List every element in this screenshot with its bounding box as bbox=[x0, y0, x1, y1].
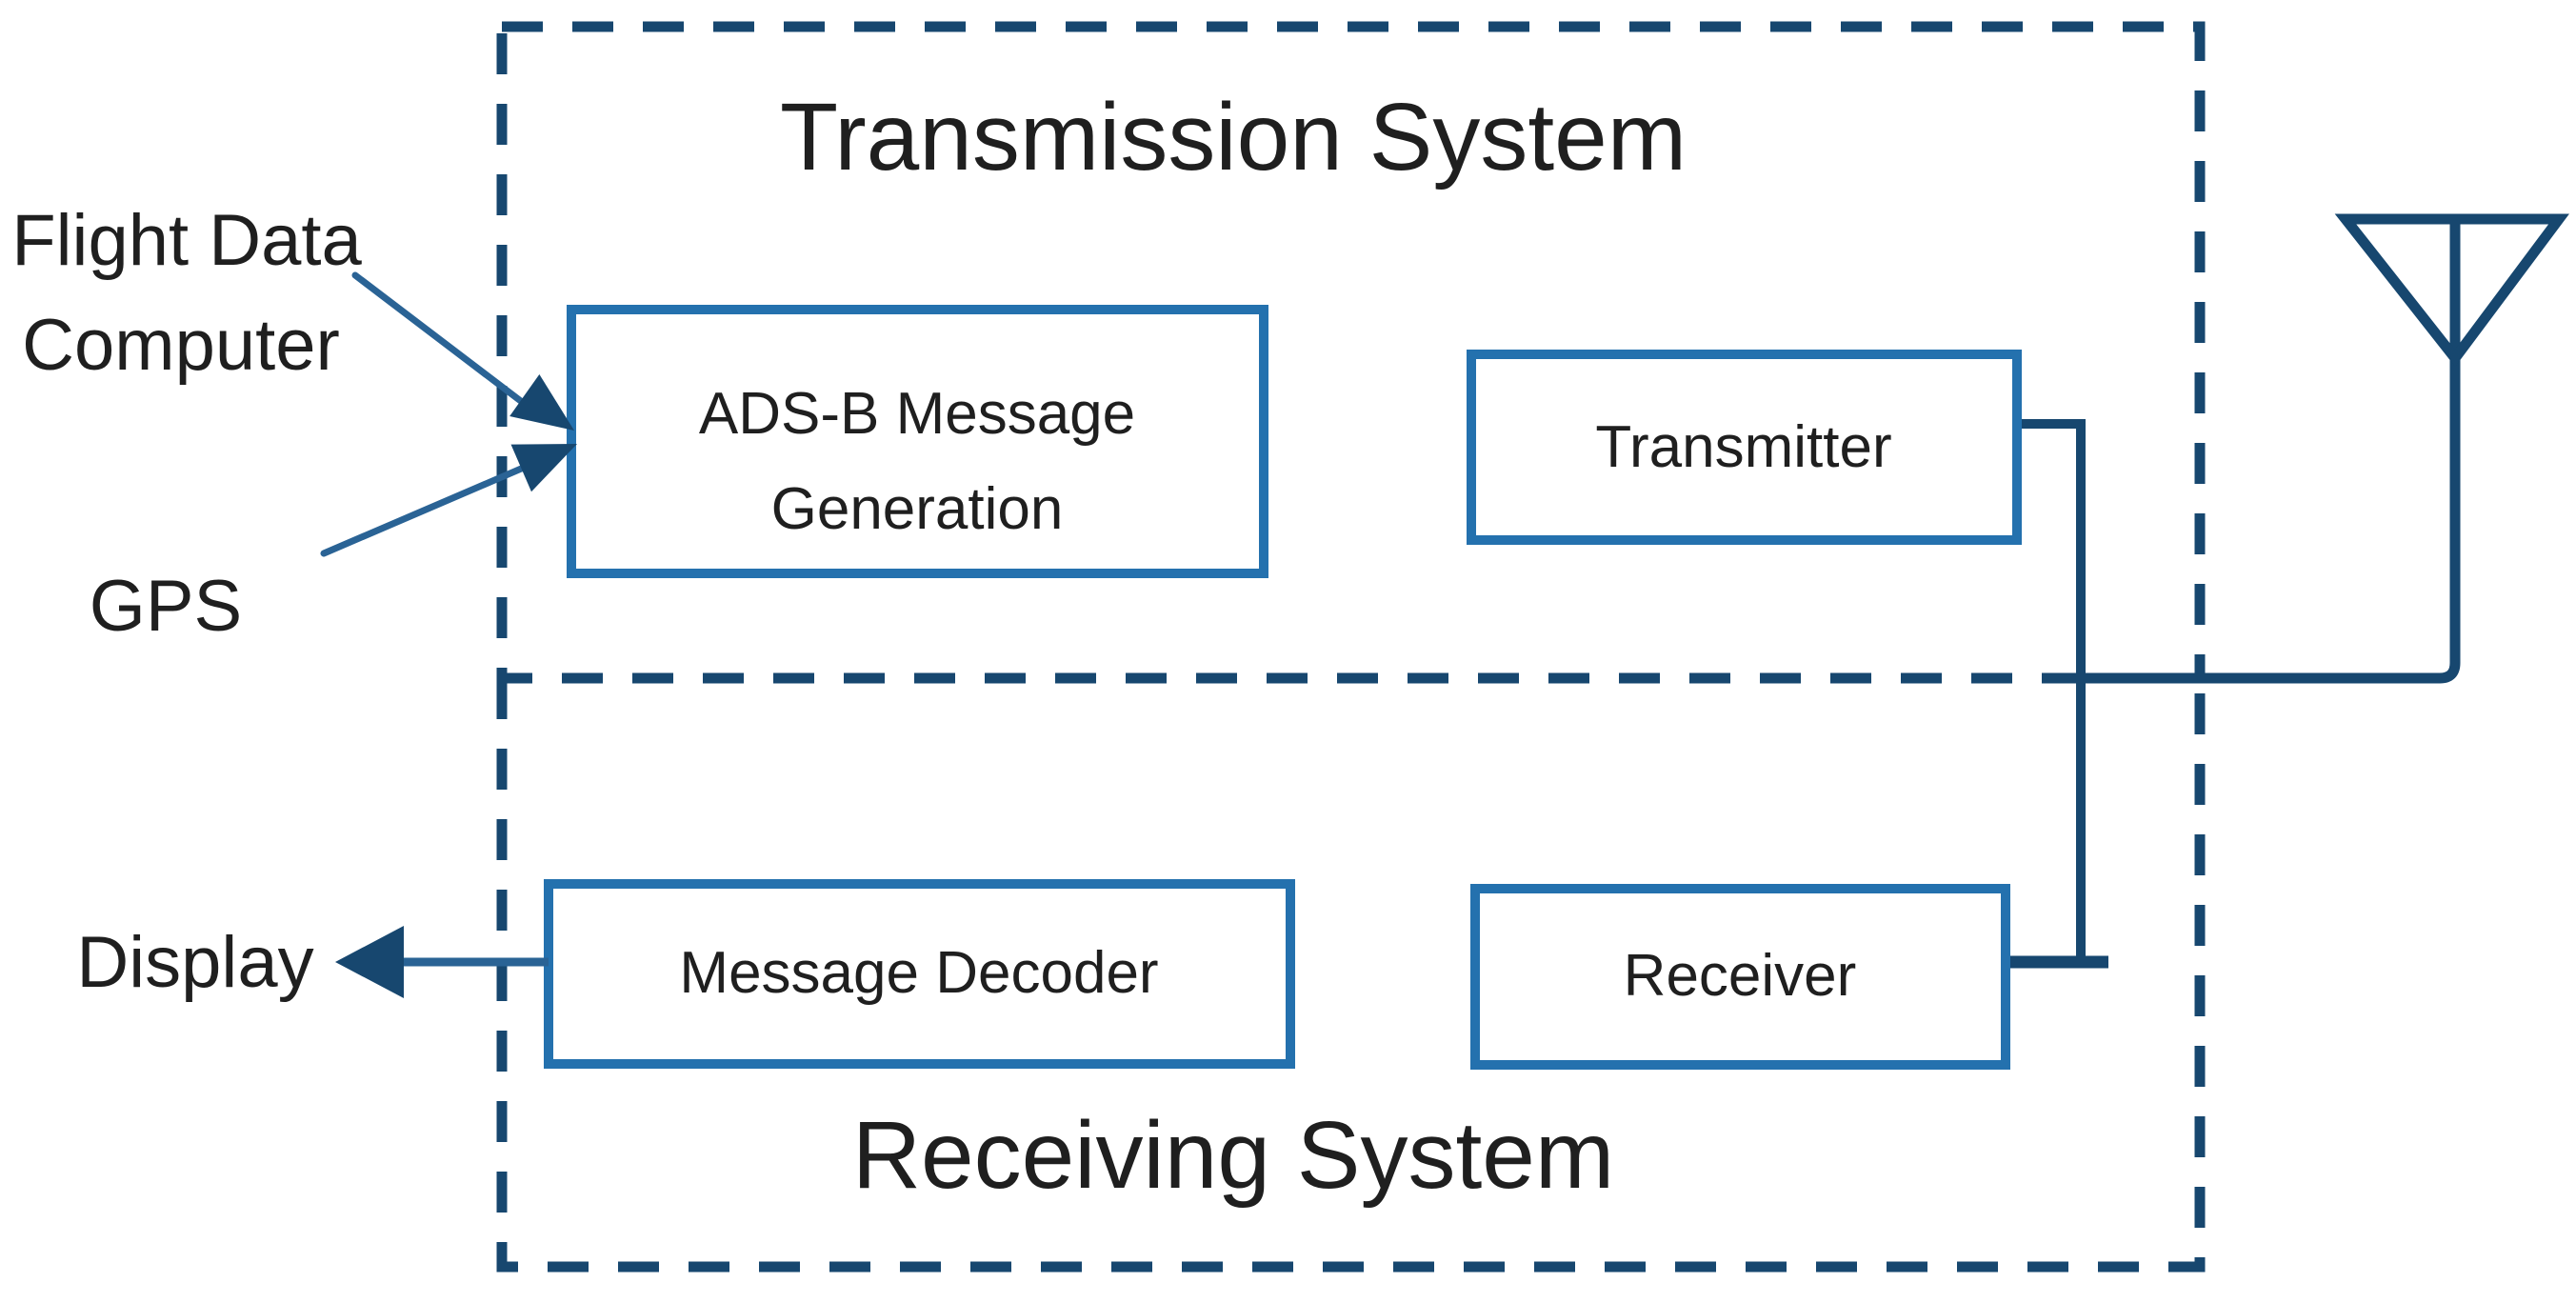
transmission-system-boundary bbox=[496, 21, 2206, 684]
transmission-system-title: Transmission System bbox=[780, 84, 1687, 190]
component-box-labels: ADS-B Message Generation Transmitter Mes… bbox=[679, 381, 1891, 1009]
display-arrowhead-icon bbox=[335, 926, 404, 998]
flight-data-computer-label-line2: Computer bbox=[22, 305, 340, 386]
receiving-system-title: Receiving System bbox=[852, 1102, 1614, 1209]
antenna-icon bbox=[2081, 213, 2569, 684]
transmitter-receiver-connector bbox=[2006, 419, 2108, 969]
external-labels: Flight Data Computer GPS Display bbox=[11, 200, 362, 1003]
receiver-box-label: Receiver bbox=[1624, 943, 1857, 1009]
adsb-box-label-line2: Generation bbox=[771, 476, 1064, 542]
display-label: Display bbox=[76, 922, 313, 1003]
receiving-system-boundary bbox=[496, 678, 2206, 1273]
antenna-feed-line bbox=[2081, 219, 2461, 684]
message-decoder-box bbox=[544, 879, 1295, 1069]
system-boundaries bbox=[496, 21, 2206, 1273]
flight-data-computer-label-line1: Flight Data bbox=[11, 200, 362, 281]
flight-data-arrow-line bbox=[351, 271, 533, 411]
section-titles: Transmission System Receiving System bbox=[780, 84, 1687, 1209]
receiver-box bbox=[1470, 884, 2010, 1070]
transmitter-drop-line bbox=[2017, 419, 2086, 962]
transmitter-box-label: Transmitter bbox=[1595, 414, 1891, 480]
flight-data-arrowhead-icon bbox=[509, 373, 574, 431]
component-boxes bbox=[544, 305, 2022, 1070]
adsb-message-generation-box bbox=[567, 305, 1268, 578]
gps-label: GPS bbox=[90, 566, 243, 647]
adsb-box-label-line1: ADS-B Message bbox=[699, 381, 1135, 447]
gps-arrowhead-icon bbox=[510, 444, 577, 492]
arrow-heads bbox=[335, 373, 577, 998]
gps-arrow-line bbox=[320, 463, 529, 557]
antenna-triangle bbox=[2334, 213, 2569, 368]
transmitter-box bbox=[1467, 350, 2022, 545]
input-arrows bbox=[320, 271, 549, 967]
message-decoder-box-label: Message Decoder bbox=[679, 940, 1158, 1006]
